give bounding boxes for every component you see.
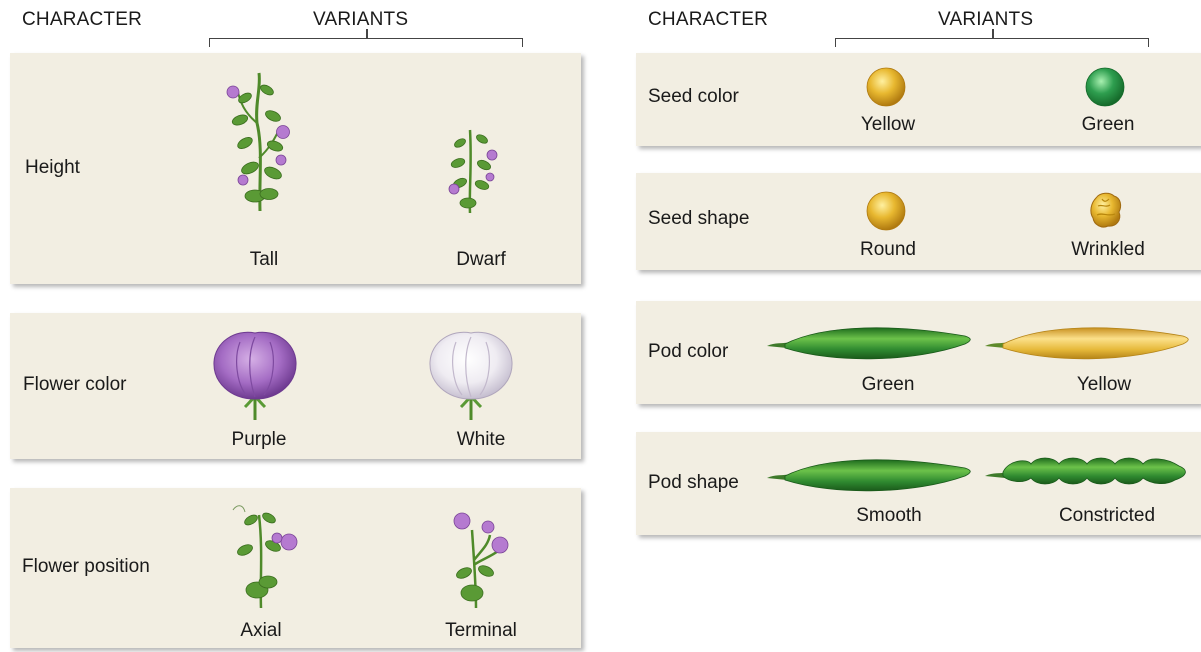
right-variants-header: VARIANTS xyxy=(938,9,1033,31)
left-character-header: CHARACTER xyxy=(22,9,142,31)
purple-flower-icon xyxy=(210,327,300,422)
purple-label: Purple xyxy=(232,429,287,451)
tall-plant-icon xyxy=(215,68,305,213)
tall-label: Tall xyxy=(250,249,279,271)
axial-flower-plant-icon xyxy=(213,500,303,610)
dwarf-plant-icon xyxy=(440,125,500,215)
smooth-pod-icon xyxy=(765,450,975,496)
axial-label: Axial xyxy=(240,620,281,642)
terminal-label: Terminal xyxy=(445,620,517,642)
smooth-label: Smooth xyxy=(856,505,921,527)
flower-position-character-label: Flower position xyxy=(22,556,150,578)
round-seed-icon xyxy=(865,190,907,232)
flower-color-character-label: Flower color xyxy=(23,374,126,396)
height-character-label: Height xyxy=(25,157,80,179)
yellow-pod-icon xyxy=(983,318,1193,364)
left-variants-header: VARIANTS xyxy=(313,9,408,31)
wrinkled-seed-icon xyxy=(1088,190,1124,230)
yellow-seed-label: Yellow xyxy=(861,114,915,136)
constricted-label: Constricted xyxy=(1059,505,1155,527)
seed-shape-character-label: Seed shape xyxy=(648,208,749,230)
constricted-pod-icon xyxy=(983,448,1193,494)
pod-shape-character-label: Pod shape xyxy=(648,472,739,494)
wrinkled-label: Wrinkled xyxy=(1071,239,1145,261)
green-pod-icon xyxy=(765,318,975,364)
right-variants-bracket xyxy=(835,38,1149,47)
green-pod-label: Green xyxy=(862,374,915,396)
yellow-seed-icon xyxy=(865,66,907,108)
green-seed-icon xyxy=(1084,66,1126,108)
pod-color-character-label: Pod color xyxy=(648,341,728,363)
round-label: Round xyxy=(860,239,916,261)
seed-color-character-label: Seed color xyxy=(648,86,739,108)
dwarf-label: Dwarf xyxy=(456,249,506,271)
yellow-pod-label: Yellow xyxy=(1077,374,1131,396)
green-seed-label: Green xyxy=(1082,114,1135,136)
left-variants-bracket xyxy=(209,38,523,47)
terminal-flower-plant-icon xyxy=(438,505,518,610)
white-flower-icon xyxy=(426,327,516,422)
white-label: White xyxy=(457,429,506,451)
right-character-header: CHARACTER xyxy=(648,9,768,31)
